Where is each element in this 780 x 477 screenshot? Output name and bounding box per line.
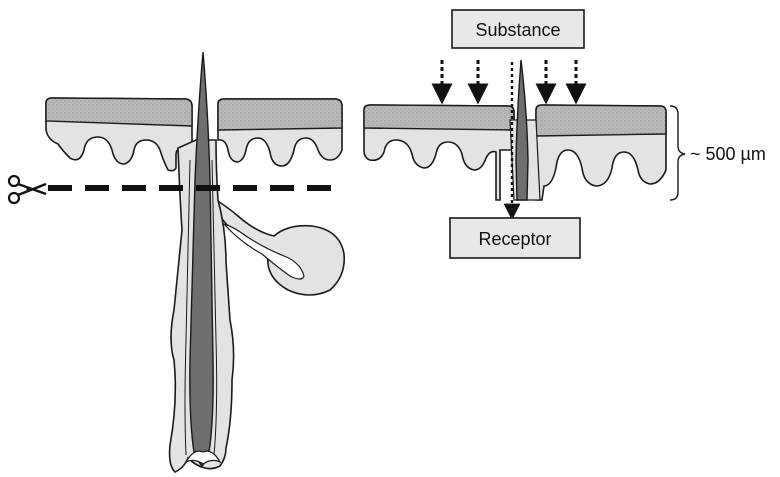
scissors-icon xyxy=(9,176,46,203)
thickness-brace xyxy=(670,106,685,200)
sample-hair-shaft xyxy=(516,60,528,200)
sample-right-stratum-corneum xyxy=(536,105,666,136)
diffusion-arrows xyxy=(442,60,576,94)
substance-label: Substance xyxy=(475,20,560,40)
intact-skin-section xyxy=(46,52,344,472)
sebaceous-gland xyxy=(216,200,344,295)
hair-shaft xyxy=(190,52,213,466)
receptor-label: Receptor xyxy=(478,229,551,249)
cut-skin-sample xyxy=(364,60,666,200)
sample-left-stratum-corneum xyxy=(364,105,514,130)
substance-box: Substance xyxy=(452,10,584,48)
left-stratum-corneum xyxy=(46,98,192,126)
thickness-label: ~ 500 µm xyxy=(690,144,766,164)
right-stratum-corneum xyxy=(218,99,342,130)
receptor-box: Receptor xyxy=(450,218,580,258)
